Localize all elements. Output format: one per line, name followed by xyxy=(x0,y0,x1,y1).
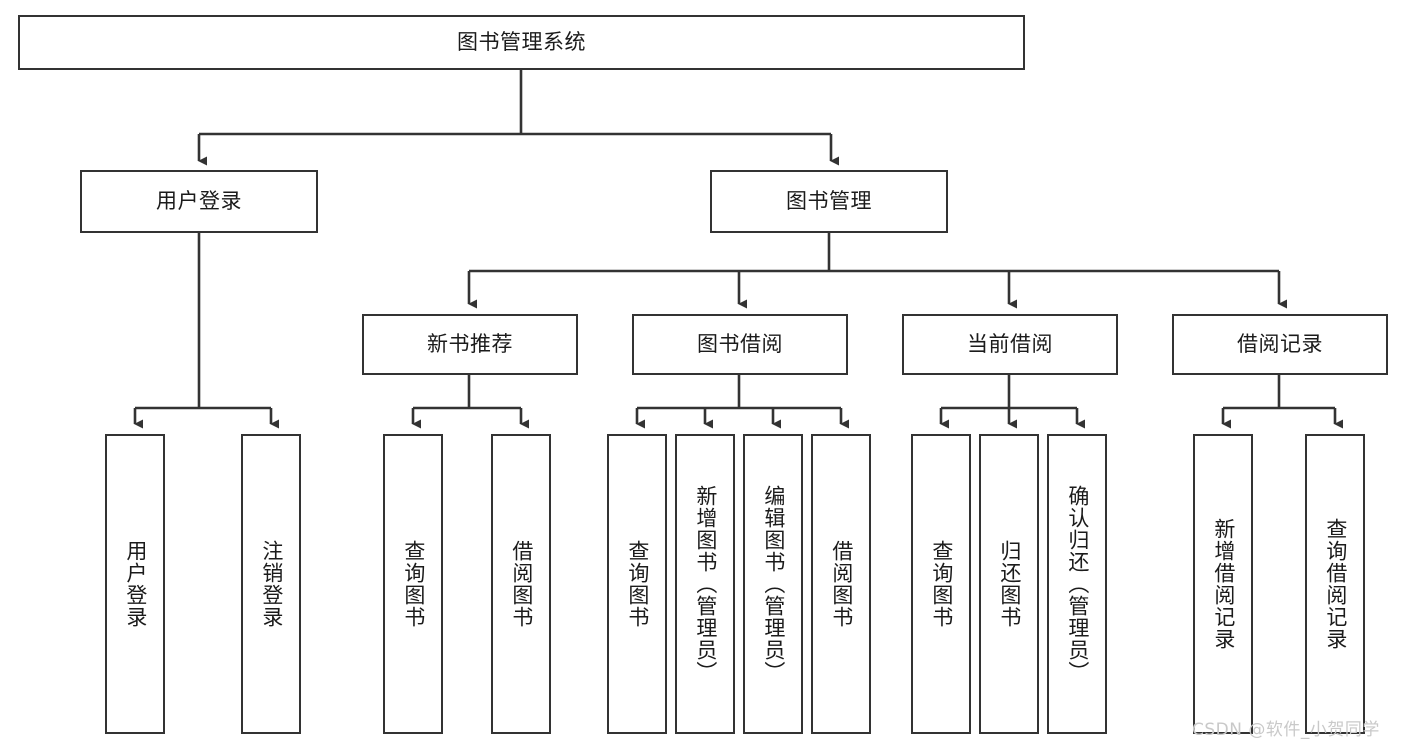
node-label: 归还图书 xyxy=(997,540,1022,628)
node-current-borrow[interactable]: 当前借阅 xyxy=(902,314,1118,375)
leaf-return-book[interactable]: 归还图书 xyxy=(979,434,1039,734)
node-label: 图书管理 xyxy=(786,188,872,213)
node-book-management[interactable]: 图书管理 xyxy=(710,170,948,233)
node-new-book-recommend[interactable]: 新书推荐 xyxy=(362,314,578,375)
leaf-confirm-return-admin[interactable]: 确认归还（管理员） xyxy=(1047,434,1107,734)
node-label: 查询图书 xyxy=(625,540,650,628)
leaf-add-borrow-record[interactable]: 新增借阅记录 xyxy=(1193,434,1253,734)
leaf-query-book-current[interactable]: 查询图书 xyxy=(911,434,971,734)
leaf-borrow-book-recommend[interactable]: 借阅图书 xyxy=(491,434,551,734)
watermark-csdn: CSDN @软件_小贺同学 xyxy=(1192,720,1380,740)
node-book-borrow[interactable]: 图书借阅 xyxy=(632,314,848,375)
leaf-query-book-recommend[interactable]: 查询图书 xyxy=(383,434,443,734)
node-root-system[interactable]: 图书管理系统 xyxy=(18,15,1025,70)
node-label: 查询图书 xyxy=(929,540,954,628)
node-label: 注销登录 xyxy=(259,540,284,628)
node-label: 当前借阅 xyxy=(967,331,1053,356)
leaf-query-borrow-record[interactable]: 查询借阅记录 xyxy=(1305,434,1365,734)
leaf-user-logout[interactable]: 注销登录 xyxy=(241,434,301,734)
node-label: 用户登录 xyxy=(123,540,148,628)
node-label: 图书管理系统 xyxy=(457,29,586,54)
node-label: 编辑图书（管理员） xyxy=(761,485,786,683)
node-label: 新书推荐 xyxy=(427,331,513,356)
leaf-user-login[interactable]: 用户登录 xyxy=(105,434,165,734)
leaf-add-book-admin[interactable]: 新增图书（管理员） xyxy=(675,434,735,734)
leaf-borrow-book[interactable]: 借阅图书 xyxy=(811,434,871,734)
node-label: 确认归还（管理员） xyxy=(1065,485,1090,683)
node-label: 用户登录 xyxy=(156,188,242,213)
node-label: 图书借阅 xyxy=(697,331,783,356)
leaf-edit-book-admin[interactable]: 编辑图书（管理员） xyxy=(743,434,803,734)
node-label: 借阅记录 xyxy=(1237,331,1323,356)
node-borrow-record[interactable]: 借阅记录 xyxy=(1172,314,1388,375)
node-label: 查询图书 xyxy=(401,540,426,628)
node-label: 查询借阅记录 xyxy=(1323,518,1348,650)
node-label: 新增图书（管理员） xyxy=(693,485,718,683)
node-user-login[interactable]: 用户登录 xyxy=(80,170,318,233)
node-label: 新增借阅记录 xyxy=(1211,518,1236,650)
node-label: 借阅图书 xyxy=(509,540,534,628)
node-label: 借阅图书 xyxy=(829,540,854,628)
leaf-query-book-borrow[interactable]: 查询图书 xyxy=(607,434,667,734)
